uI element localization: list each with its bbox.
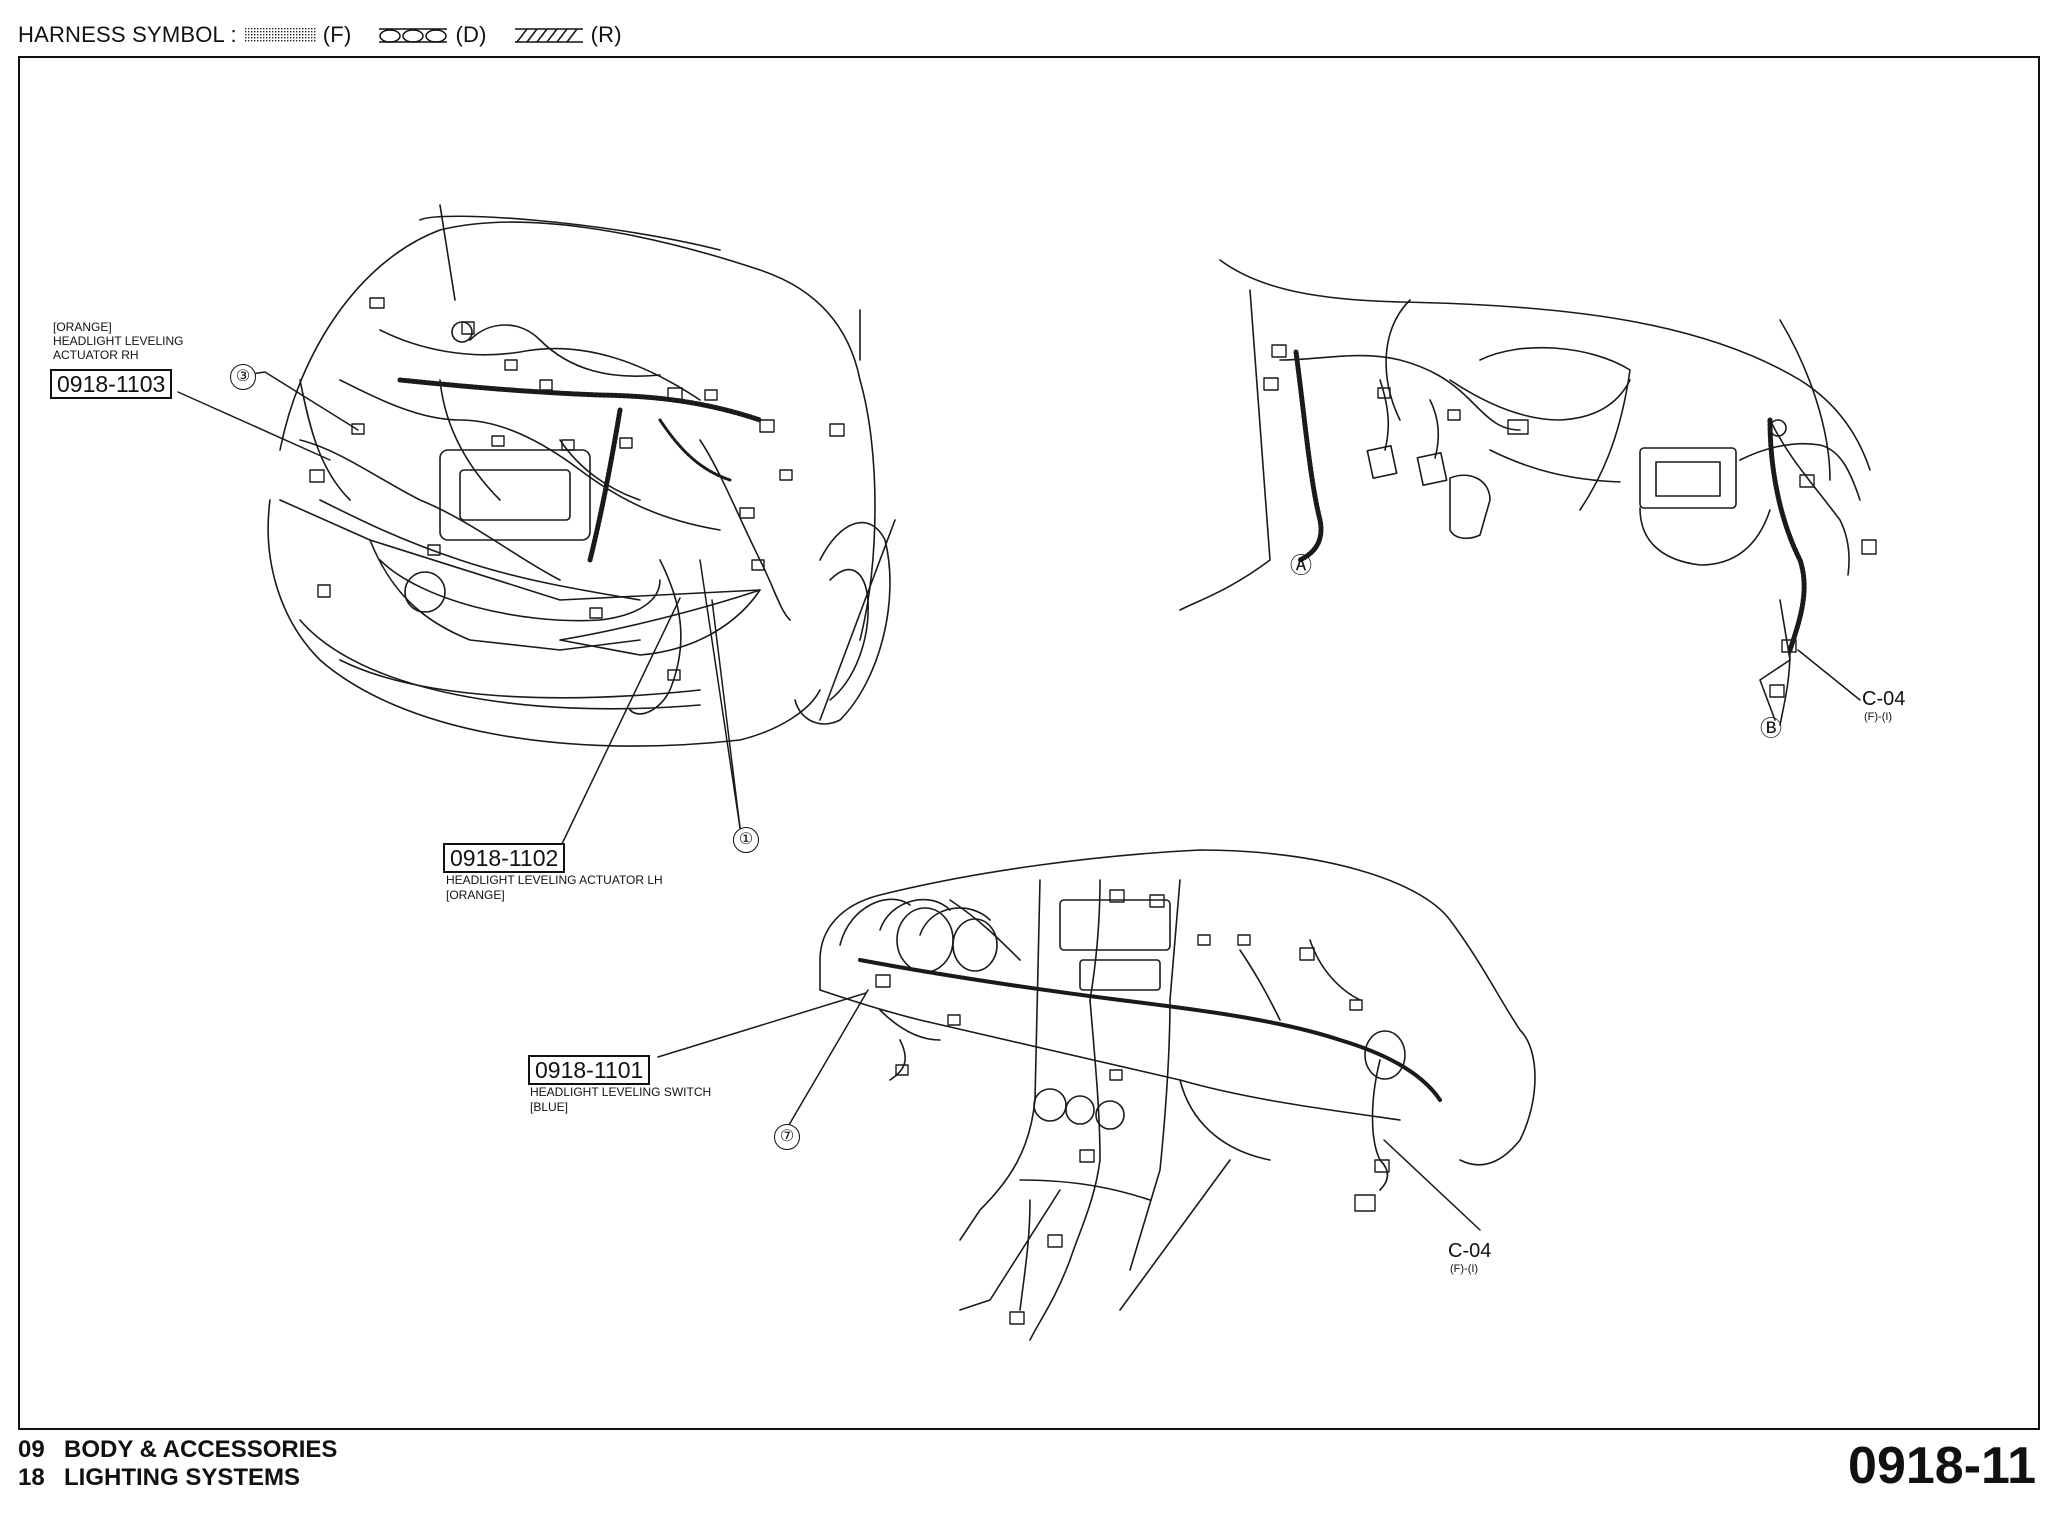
footwell-drawing bbox=[1179, 259, 1877, 726]
rh-actuator-name-line2: ACTUATOR RH bbox=[53, 348, 139, 362]
switch-code-box[interactable]: 0918-1101 bbox=[528, 1055, 651, 1085]
dashboard-drawing bbox=[819, 849, 1536, 1341]
switch-color: [BLUE] bbox=[530, 1100, 569, 1114]
section-number: 09 bbox=[18, 1436, 45, 1463]
connector-c04-lower-label[interactable]: C-04 bbox=[1448, 1240, 1492, 1262]
rh-actuator-code-box[interactable]: 0918-1103 bbox=[50, 369, 173, 399]
leader-lines bbox=[177, 371, 1861, 1231]
engine-bay-drawing bbox=[267, 204, 896, 747]
rh-actuator-name-line1: HEADLIGHT LEVELING bbox=[53, 334, 184, 348]
harness-symbol-legend: HARNESS SYMBOL : (F) (D) (R) bbox=[18, 20, 640, 50]
subsection-name: LIGHTING SYSTEMS bbox=[64, 1464, 301, 1491]
connector-c04-lower-sub: (F)-(I) bbox=[1450, 1263, 1479, 1275]
diagram-frame bbox=[18, 56, 2040, 1430]
legend-title: HARNESS SYMBOL : bbox=[18, 22, 237, 47]
lh-actuator-code-box[interactable]: 0918-1102 bbox=[443, 843, 566, 873]
rh-actuator-color: [ORANGE] bbox=[53, 320, 112, 334]
loops-icon bbox=[379, 28, 448, 43]
callout-number-7: ⑦ bbox=[774, 1124, 800, 1150]
legend-d-label: (D) bbox=[455, 22, 487, 47]
switch-name: HEADLIGHT LEVELING SWITCH bbox=[530, 1085, 712, 1099]
point-b-marker: Ⓑ bbox=[1760, 716, 1783, 741]
lh-actuator-name: HEADLIGHT LEVELING ACTUATOR LH bbox=[446, 873, 663, 887]
point-a-marker: Ⓐ bbox=[1290, 553, 1313, 578]
section-name: BODY & ACCESSORIES bbox=[64, 1436, 338, 1463]
legend-r-label: (R) bbox=[590, 22, 622, 47]
subsection-number: 18 bbox=[18, 1464, 45, 1491]
section-footer: 09 BODY & ACCESSORIES 18 LIGHTING SYSTEMS bbox=[18, 1436, 337, 1492]
callout-number-3: ③ bbox=[230, 364, 256, 390]
connector-c04-upper-label[interactable]: C-04 bbox=[1862, 688, 1906, 710]
callout-number-1: ① bbox=[733, 827, 759, 853]
hatch-icon bbox=[514, 28, 583, 43]
connector-c04-upper-sub: (F)-(I) bbox=[1864, 711, 1893, 723]
legend-f-label: (F) bbox=[322, 22, 352, 47]
stipple-icon bbox=[244, 28, 317, 42]
lh-actuator-color: [ORANGE] bbox=[446, 888, 505, 902]
page-number: 0918-11 bbox=[1848, 1437, 2036, 1495]
